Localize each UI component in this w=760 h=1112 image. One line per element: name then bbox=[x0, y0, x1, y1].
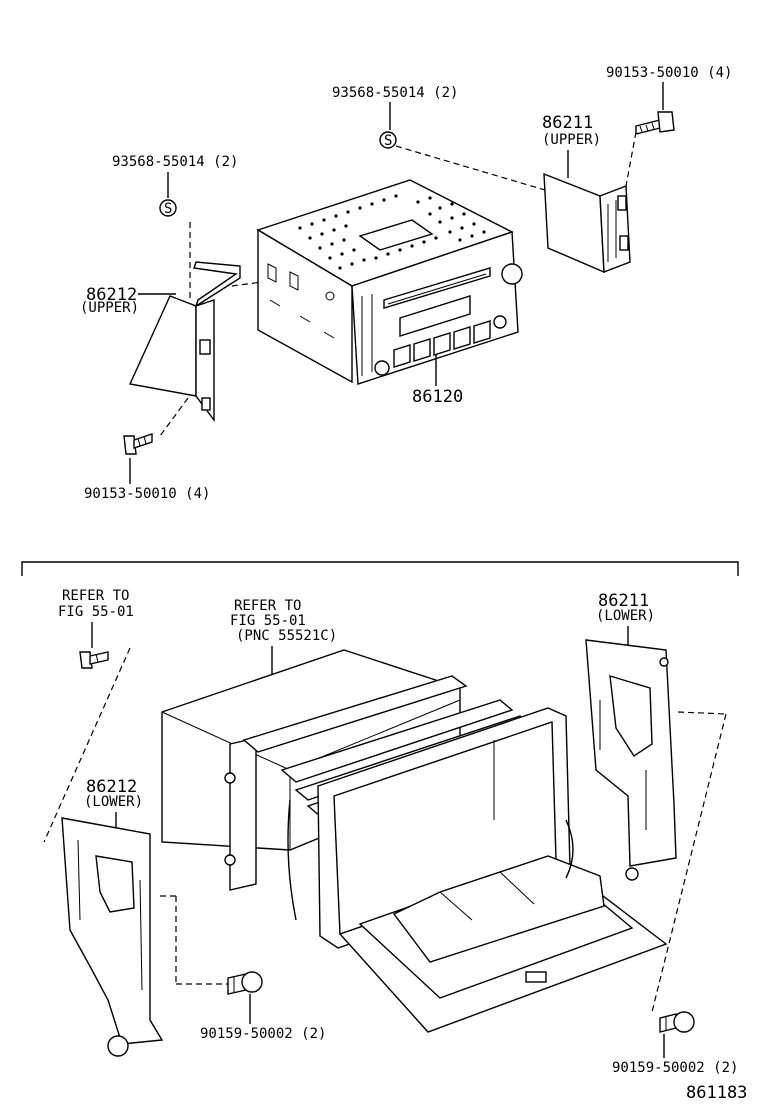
bracket-upper-right-pn: 86211 bbox=[542, 113, 593, 133]
clip-upper-mid-label: 93568-55014 (2) bbox=[332, 85, 458, 101]
screw-lower-right-label: 90159-50002 (2) bbox=[612, 1060, 738, 1076]
bracket-lower-left-pn: 86212 bbox=[86, 777, 137, 797]
screw-lower-left-label: 90159-50002 (2) bbox=[200, 1026, 326, 1042]
section-divider bbox=[21, 561, 739, 576]
refer-left-1: REFER TO bbox=[62, 588, 129, 604]
bracket-lower-right-pn: 86211 bbox=[598, 591, 649, 611]
refer-left-2: FIG 55-01 bbox=[58, 604, 134, 620]
bracket-upper-right-sub: (UPPER) bbox=[542, 132, 601, 148]
svg-text:S: S bbox=[164, 201, 172, 217]
bracket-lower-right-sub: (LOWER) bbox=[596, 608, 655, 624]
bracket-upper-left bbox=[128, 261, 241, 423]
screw-lower-right bbox=[659, 1011, 695, 1033]
bracket-lower-right bbox=[585, 639, 677, 881]
clip-symbol: S bbox=[384, 133, 392, 149]
bracket-upper-left-sub: (UPPER) bbox=[80, 300, 139, 316]
bolt-upper-right bbox=[635, 111, 675, 135]
bolt-upper-left bbox=[123, 433, 153, 455]
screw-lower-left bbox=[227, 971, 263, 995]
clip-upper-mid: S bbox=[379, 131, 397, 149]
refer-mid-1: REFER TO bbox=[234, 598, 301, 614]
radio-unit-86120 bbox=[256, 179, 523, 385]
storage-box-assembly bbox=[161, 649, 668, 1033]
refer-mid-3: (PNC 55521C) bbox=[236, 628, 337, 644]
bracket-lower-left bbox=[61, 817, 164, 1057]
radio-pn: 86120 bbox=[412, 387, 463, 407]
figure-number: 861183 bbox=[686, 1083, 747, 1103]
clip-upper-left: S bbox=[159, 199, 177, 217]
bracket-lower-left-sub: (LOWER) bbox=[84, 794, 143, 810]
refer-mid-2: FIG 55-01 bbox=[230, 613, 306, 629]
bolt-upper-left-label: 90153-50010 (4) bbox=[84, 486, 210, 502]
bracket-upper-left-pn: 86212 bbox=[86, 285, 137, 305]
bolt-upper-right-label: 90153-50010 (4) bbox=[606, 65, 732, 81]
bolt-lower-left-refer bbox=[79, 651, 109, 669]
clip-upper-left-label: 93568-55014 (2) bbox=[112, 154, 238, 170]
bracket-upper-right bbox=[543, 172, 631, 274]
